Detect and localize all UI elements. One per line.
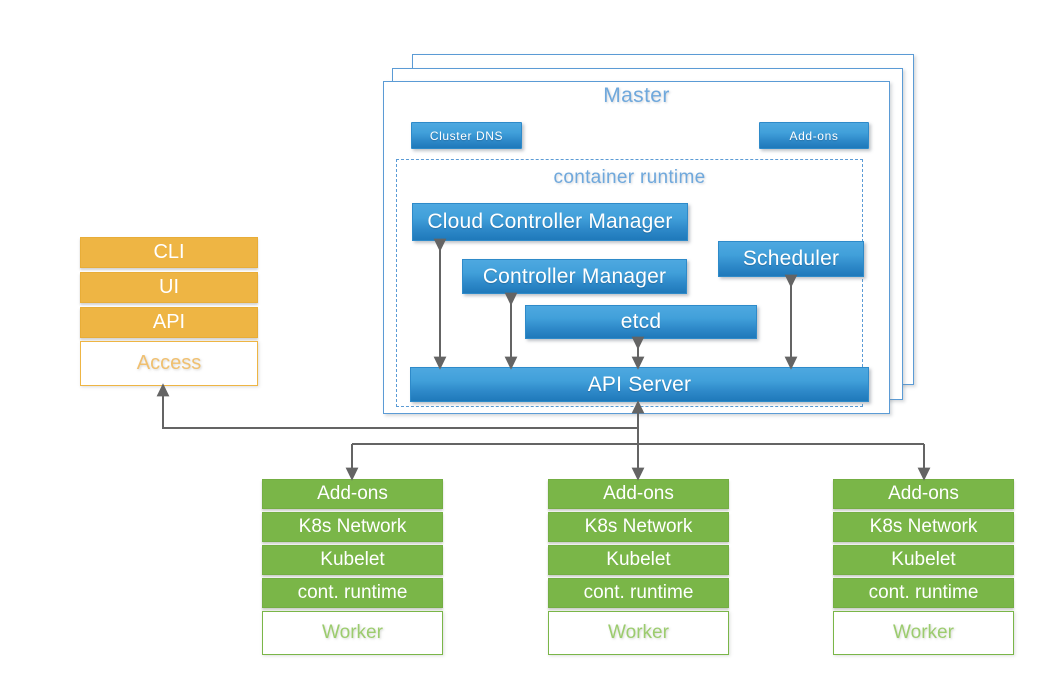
worker-2-layer-addons[interactable]: Add-ons: [548, 479, 729, 509]
access-item-api[interactable]: API: [80, 307, 258, 338]
worker-3-layer-k8s-network[interactable]: K8s Network: [833, 512, 1014, 542]
worker-2-layer-k8s-network[interactable]: K8s Network: [548, 512, 729, 542]
cloud-controller-manager-block[interactable]: Cloud Controller Manager: [412, 203, 688, 241]
api-server-block[interactable]: API Server: [410, 367, 869, 402]
worker-1-layer-cont-runtime[interactable]: cont. runtime: [262, 578, 443, 608]
worker-3-layer-kubelet[interactable]: Kubelet: [833, 545, 1014, 575]
worker-3-footer: Worker: [833, 611, 1014, 655]
controller-manager-block[interactable]: Controller Manager: [462, 259, 687, 294]
worker-2-layer-kubelet[interactable]: Kubelet: [548, 545, 729, 575]
worker-1-layer-kubelet[interactable]: Kubelet: [262, 545, 443, 575]
access-footer: Access: [80, 341, 258, 386]
worker-2-footer: Worker: [548, 611, 729, 655]
master-title: Master: [603, 84, 670, 107]
access-item-ui[interactable]: UI: [80, 272, 258, 303]
cluster-dns-block[interactable]: Cluster DNS: [411, 122, 522, 149]
worker-1-layer-k8s-network[interactable]: K8s Network: [262, 512, 443, 542]
worker-1-footer: Worker: [262, 611, 443, 655]
master-addons-block[interactable]: Add-ons: [759, 122, 869, 149]
scheduler-block[interactable]: Scheduler: [718, 241, 864, 277]
container-runtime-title: container runtime: [553, 167, 706, 188]
worker-2-layer-cont-runtime[interactable]: cont. runtime: [548, 578, 729, 608]
access-item-cli[interactable]: CLI: [80, 237, 258, 268]
etcd-block[interactable]: etcd: [525, 305, 757, 339]
worker-3-layer-cont-runtime[interactable]: cont. runtime: [833, 578, 1014, 608]
worker-1-layer-addons[interactable]: Add-ons: [262, 479, 443, 509]
worker-3-layer-addons[interactable]: Add-ons: [833, 479, 1014, 509]
